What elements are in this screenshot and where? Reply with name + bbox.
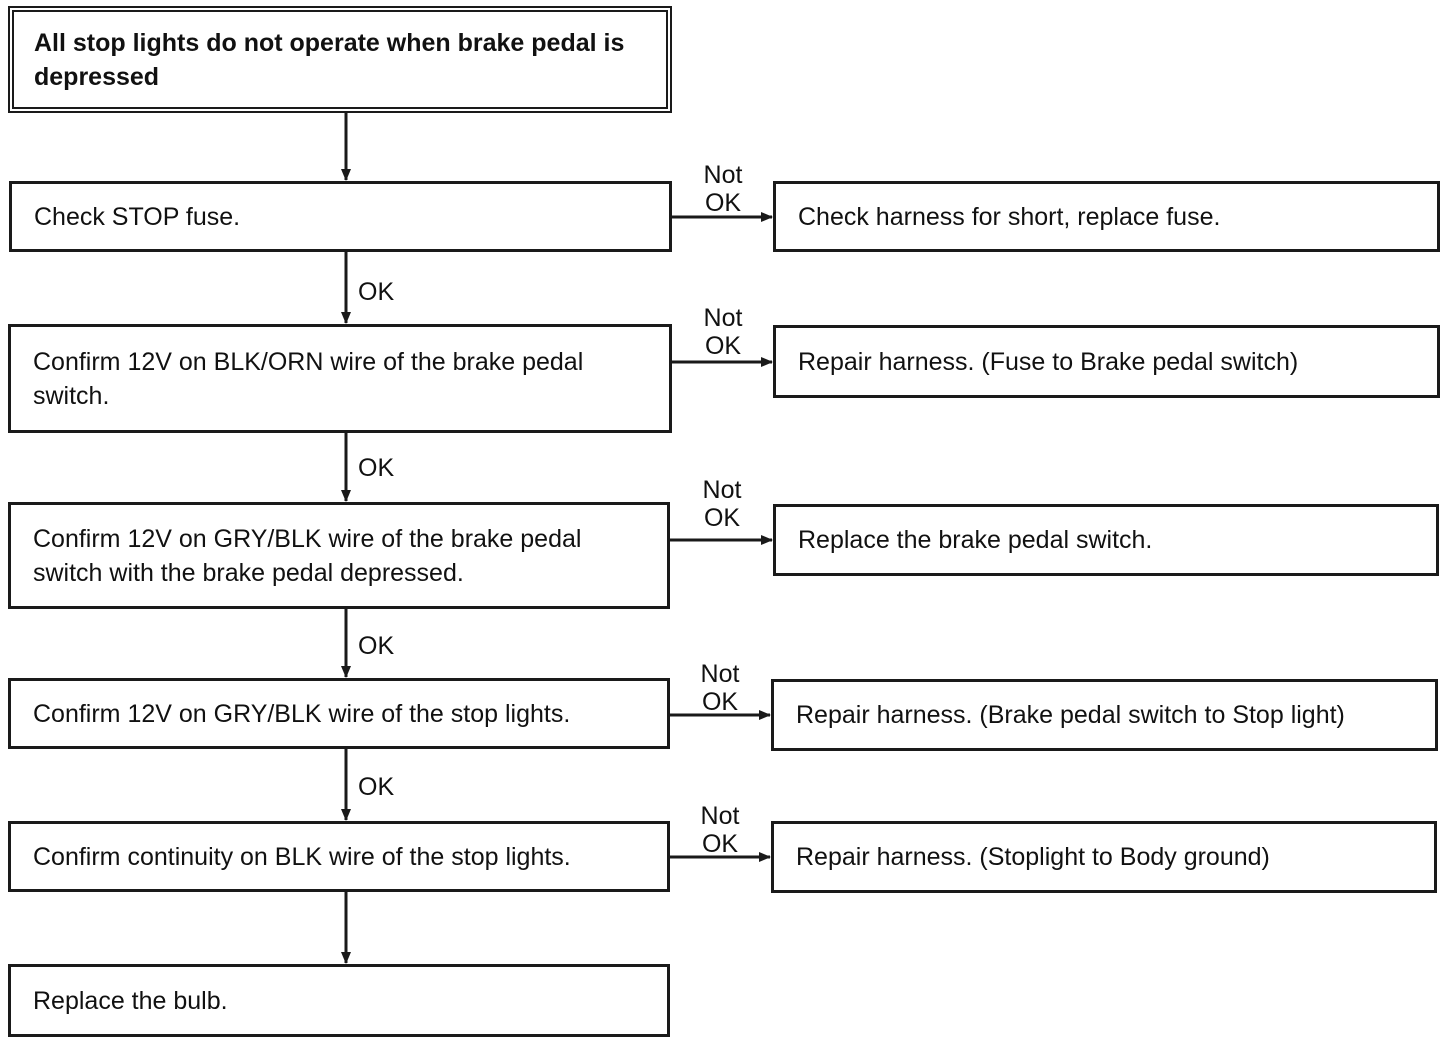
step-box-check-stop-fuse: Check STOP fuse.: [9, 181, 672, 252]
fail-text: Repair harness. (Fuse to Brake pedal swi…: [798, 347, 1299, 376]
final-box-replace-bulb: Replace the bulb.: [8, 964, 670, 1037]
step-text: Check STOP fuse.: [34, 202, 241, 231]
not-ok-label: Not OK: [695, 660, 745, 716]
step-box-confirm-blk-orn: Confirm 12V on BLK/ORN wire of the brake…: [8, 324, 672, 433]
final-text: Replace the bulb.: [33, 986, 228, 1015]
ok-label: OK: [358, 278, 395, 306]
step-text: Confirm continuity on BLK wire of the st…: [33, 842, 571, 871]
step-text: Confirm 12V on BLK/ORN wire of the brake…: [33, 347, 584, 410]
not-word: Not: [700, 660, 740, 688]
fail-text: Replace the brake pedal switch.: [798, 526, 1153, 554]
ok-word: OK: [701, 688, 739, 716]
ok-label: OK: [358, 632, 395, 660]
not-ok-label: Not OK: [698, 161, 748, 217]
ok-word: OK: [703, 504, 741, 532]
ok-label: OK: [358, 773, 395, 801]
fail-text: Repair harness. (Brake pedal switch to S…: [796, 701, 1345, 729]
fail-box-check-harness: Check harness for short, replace fuse.: [773, 181, 1440, 252]
step-box-confirm-gry-blk-switch: Confirm 12V on GRY/BLK wire of the brake…: [8, 502, 670, 609]
step-text: Confirm 12V on GRY/BLK wire of the brake…: [33, 524, 582, 587]
not-ok-label: Not OK: [698, 304, 748, 360]
not-word: Not: [703, 304, 743, 332]
step-box-confirm-continuity: Confirm continuity on BLK wire of the st…: [8, 821, 670, 892]
fail-text: Repair harness. (Stoplight to Body groun…: [796, 843, 1270, 871]
not-word: Not: [700, 802, 740, 830]
fail-box-replace-switch: Replace the brake pedal switch.: [773, 504, 1439, 576]
step-text: Confirm 12V on GRY/BLK wire of the stop …: [33, 699, 571, 728]
fail-text: Check harness for short, replace fuse.: [798, 202, 1221, 231]
ok-word: OK: [701, 830, 739, 858]
not-word: Not: [702, 476, 742, 504]
ok-label: OK: [358, 454, 395, 482]
not-ok-label: Not OK: [697, 476, 747, 532]
ok-word: OK: [704, 189, 742, 217]
not-word: Not: [703, 161, 743, 189]
step-box-confirm-gry-blk-lights: Confirm 12V on GRY/BLK wire of the stop …: [8, 678, 670, 749]
ok-word: OK: [704, 332, 742, 360]
fail-box-repair-switch-to-light: Repair harness. (Brake pedal switch to S…: [771, 679, 1438, 751]
fail-box-repair-light-to-ground: Repair harness. (Stoplight to Body groun…: [771, 821, 1437, 893]
title-text: All stop lights do not operate when brak…: [34, 28, 625, 91]
title-box: All stop lights do not operate when brak…: [8, 6, 672, 113]
not-ok-label: Not OK: [695, 802, 745, 858]
fail-box-repair-fuse-to-switch: Repair harness. (Fuse to Brake pedal swi…: [773, 325, 1440, 398]
